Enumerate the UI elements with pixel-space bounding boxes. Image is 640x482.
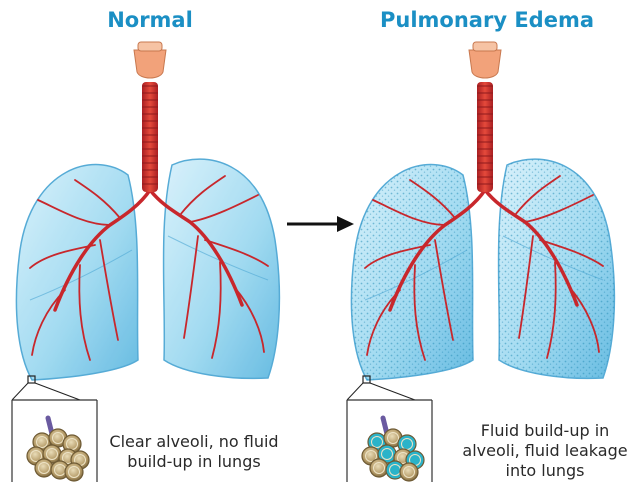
bronchial-vessel [148,188,244,307]
left-lung [15,163,139,381]
alveolus-rim [30,450,42,462]
zoom-line [369,382,416,401]
edema-caption: Fluid build-up in alveoli, fluid leakage… [462,421,628,480]
arrow-right-icon [287,216,354,232]
alveolus-rim [371,436,383,448]
edema-title: Pulmonary Edema [380,8,594,32]
larynx-top [472,41,498,52]
bronchial-vessel [234,287,265,353]
bronchial-vessel [388,188,487,312]
larynx [133,49,167,79]
right-fissure [167,235,269,281]
zoom-marker [362,375,371,384]
bronchial-vessel [546,261,557,359]
trachea [477,82,493,192]
alveolus-rim [365,450,377,462]
bronchial-vessel [78,264,91,361]
trachea [142,82,158,192]
edema-lungs-panel [346,41,616,482]
normal-caption: Clear alveoli, no fluid build-up in lung… [109,432,279,471]
bronchial-vessel [483,188,579,307]
left-lung-fluid [351,164,473,380]
bronchial-vessel [434,239,454,341]
alveolus-rim [68,466,80,478]
bronchial-vessel [539,239,604,267]
alveolus-rim [373,462,385,474]
alveolus-rim [38,462,50,474]
alveolus [34,458,54,478]
bronchial-vessel [37,199,111,226]
bronchial-vessel [518,235,534,339]
alveolus [399,462,419,482]
bronchial-vessel [29,244,96,269]
bronchial-vessel [514,175,561,216]
bronchial-vessel [53,188,152,312]
alveolus-rim [36,436,48,448]
zoom-line [11,382,29,401]
right-lung [162,158,281,380]
bronchial-vessel [413,264,426,361]
bronchial-vessel [204,239,269,267]
bronchial-vessel [372,199,446,226]
larynx-top [137,41,163,52]
alveoli-inset-frame [11,399,98,482]
bronchial-vessel [179,175,226,216]
bronchial-vessel [409,179,456,219]
alveolus-rim [381,448,393,460]
bronchial-vessel [366,289,401,356]
bronchial-vessel [211,261,222,359]
zoom-line [34,382,81,401]
left-fissure [29,249,133,301]
bronchial-vessel [99,239,119,341]
bronchial-vessel [364,244,431,269]
alveolus [369,458,389,478]
alveolus [64,462,84,482]
alveolus-rim [387,432,399,444]
bronchial-vessel [569,287,600,353]
alveolus-rim [46,448,58,460]
normal-lungs-panel [11,41,281,482]
alveolus-rim [403,466,415,478]
alveolus-rim [52,432,64,444]
normal-title: Normal [107,8,193,32]
zoom-marker [27,375,36,384]
zoom-line [346,382,364,401]
bronchial-vessel [183,235,199,339]
bronchial-vessel [74,179,121,219]
alveoli-inset-frame [346,399,433,482]
bronchial-vessel [189,194,259,223]
bronchial-vessel [31,289,66,356]
right-lung-fluid [498,159,615,379]
bronchial-vessel [524,194,594,223]
larynx [468,49,502,79]
